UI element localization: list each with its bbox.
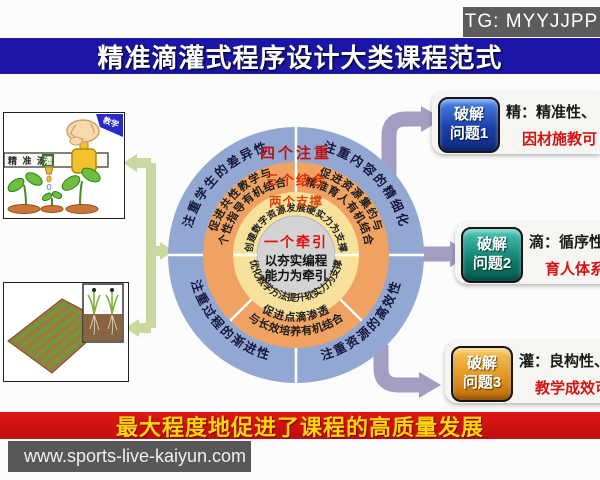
ring-four-label: 四个注重	[260, 144, 332, 162]
solution-3-text: 灌：良构性、	[519, 353, 600, 370]
pipe-label: 精 准 滴	[8, 155, 48, 166]
ring-two-label: 两个支撑	[269, 194, 323, 209]
seedlings-icon	[7, 167, 101, 208]
center-label: 一个牵引	[264, 234, 328, 250]
solution-card-1: 破解 问题1 精：精准性、 因材施教可	[432, 92, 600, 154]
title-bar: 精准滴灌式程序设计大类课程范式	[0, 38, 600, 74]
thumb-icon	[69, 136, 83, 146]
drip-cartoon-icon: 精 准 滴 灌 教学	[3, 114, 123, 214]
solution-3-highlight: 教学成效可	[535, 380, 600, 397]
drip-cartoon-image: 精 准 滴 灌 教学	[3, 112, 125, 219]
seed-head-icon	[110, 288, 114, 292]
water-drop-icon	[46, 183, 52, 191]
button-label: 问题2	[472, 255, 512, 272]
pipe-highlight-block	[42, 154, 54, 166]
solution-card-2: 破解 问题2 滴：循序性 育人体系	[455, 222, 600, 284]
green-connector-icon	[123, 154, 174, 337]
page-title: 精准滴灌式程序设计大类课程范式	[97, 42, 503, 73]
inset-plants-icon	[87, 292, 119, 315]
soil-mounds-icon	[7, 204, 99, 214]
ring-three-label: 三个结合	[265, 172, 327, 188]
button-label: 问题3	[462, 374, 502, 391]
ring-diagram: 注重学生的差异性 注重内容的精细化 注重过程的渐进性 注重资源的高效性 促进共性…	[168, 127, 424, 383]
button-label: 破解	[466, 355, 497, 373]
ring-dividers	[168, 127, 424, 383]
solution-2-highlight: 育人体系	[545, 261, 600, 278]
center-line1: 以夯实编程	[265, 253, 328, 268]
dripper-icon	[44, 166, 54, 175]
solution-1-highlight: 因材施教可	[522, 131, 598, 148]
seed-head-icon	[92, 288, 96, 292]
button-label: 破解	[476, 236, 507, 254]
crop-rows	[12, 301, 103, 369]
center-line2: 能力为牵引	[265, 268, 328, 283]
solve-problem-2-button: 破解 问题2	[461, 227, 523, 283]
conclusion-banner: 最大程度地促进了课程的高质量发展	[0, 412, 600, 440]
tg-badge: TG: MYYJJPP	[463, 7, 600, 37]
water-drop-icon	[46, 175, 52, 183]
field-image	[3, 282, 129, 382]
solution-card-3: 破解 问题3 灌：良构性、 教学成效可	[445, 341, 600, 403]
button-label: 问题1	[449, 125, 489, 142]
button-label: 破解	[453, 106, 484, 124]
sleeve-icon	[96, 114, 123, 137]
roots-icon	[89, 314, 118, 336]
conclusion-text: 最大程度地促进了课程的高质量发展	[115, 414, 484, 440]
watermark-url: www.sports-live-kaiyun.com	[8, 441, 251, 472]
solution-1-text: 精：精准性、	[506, 104, 597, 121]
solve-problem-1-button: 破解 问题1	[438, 97, 500, 153]
field-icon	[7, 283, 124, 374]
solve-problem-3-button: 破解 问题3	[451, 346, 513, 402]
pipe-label-highlight: 灌	[43, 155, 52, 166]
solution-2-text: 滴：循序性	[529, 234, 600, 251]
arrow-left-icon	[123, 154, 137, 172]
